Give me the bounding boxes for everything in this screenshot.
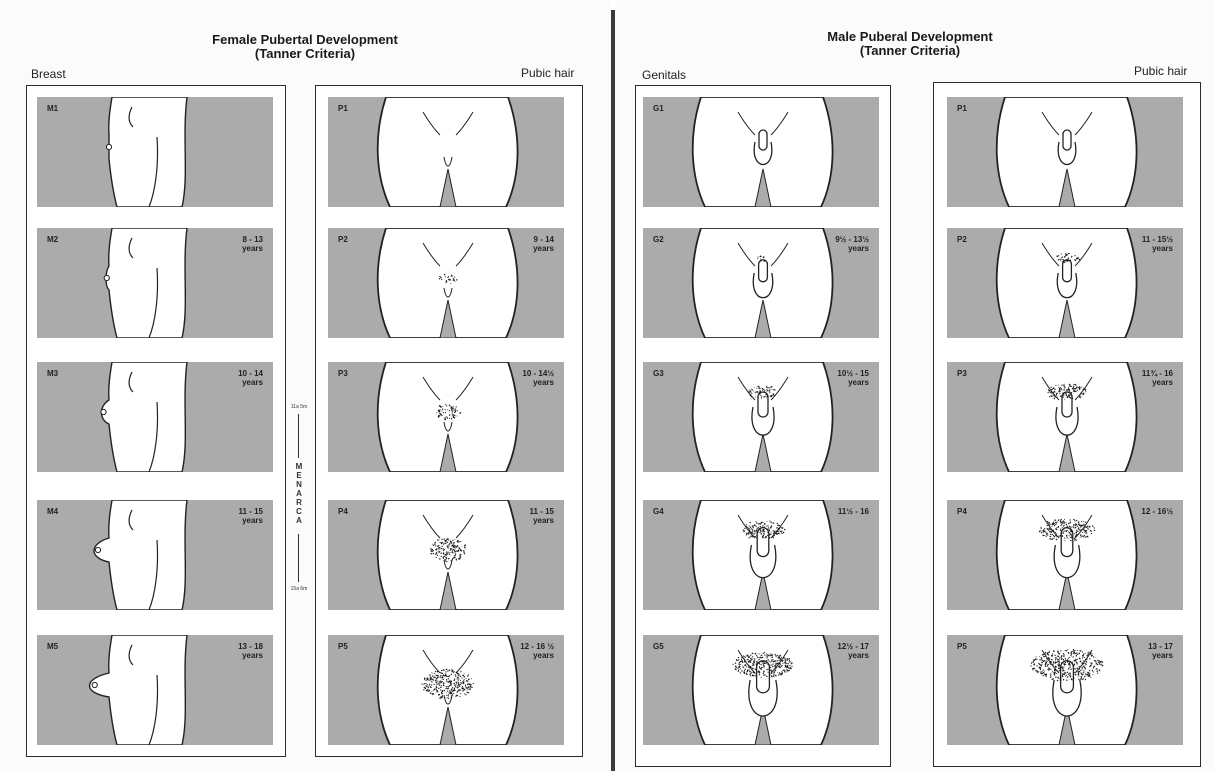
stage-label: P5 [957,642,967,651]
stage-label: P1 [957,104,967,113]
age-range: 9 - 14 years [533,235,554,253]
breast-label: Breast [31,67,66,81]
penis [759,260,768,282]
stage-panel-g1: G1 [643,97,879,207]
stage-illustration-p2 [328,228,564,338]
age-range: 11 - 15 years [530,507,554,525]
menarche-arrow-down [298,534,299,582]
stage-panel-m2: M2 8 - 13 years [37,228,273,338]
stage-illustration-p1 [328,97,564,207]
stage-label: M2 [47,235,58,244]
penis [758,392,768,417]
age-range: 12 - 16 ½ years [520,642,554,660]
stage-panel-m1: M1 [37,97,273,207]
nipple [104,275,109,280]
stage-label: G2 [653,235,664,244]
age-range: 12½ - 17 years [837,642,869,660]
penis [1063,130,1071,150]
age-range: 13 - 17 years [1148,642,1173,660]
age-range: 10½ - 15 years [837,369,869,387]
genitals-label: Genitals [642,68,686,82]
stage-panel-m5: M5 13 - 18 years [37,635,273,745]
stage-label: P2 [957,235,967,244]
age-range: 11 - 15 years [239,507,263,525]
torso-outline [109,97,187,207]
female-title-line2: (Tanner Criteria) [150,47,460,61]
stage-panel-m4: M4 11 - 15 years [37,500,273,610]
nipple [95,547,100,552]
male-title: Male Puberal Development (Tanner Criteri… [755,30,1065,58]
stage-panel-g5: G5 12½ - 17 years [643,635,879,745]
nipple [106,144,111,149]
stage-label: G4 [653,507,664,516]
female-title-line1: Female Pubertal Development [150,33,460,47]
stage-panel-p1: P1 [947,97,1183,207]
stage-illustration-g1 [643,97,879,207]
age-range: 10 - 14½ years [522,369,554,387]
male-title-line1: Male Puberal Development [755,30,1065,44]
torso-outline [94,500,187,610]
stage-panel-p2: P2 9 - 14 years [328,228,564,338]
age-range: 13 - 18 years [238,642,263,660]
stage-illustration-m1 [37,97,273,207]
nipple [101,409,106,414]
stage-label: M5 [47,642,58,651]
stage-illustration-g4 [643,500,879,610]
age-range: 11½ - 16 [838,507,869,516]
penis [759,130,767,150]
menarche-word: M E N A R C A [288,462,310,525]
menarche-indicator: 11a 5m M E N A R C A 15a 6m [288,400,310,600]
stage-label: M3 [47,369,58,378]
stage-panel-p5: P5 13 - 17 years [947,635,1183,745]
stage-panel-g3: G3 10½ - 15 years [643,362,879,472]
female-title: Female Pubertal Development (Tanner Crit… [150,33,460,61]
stage-panel-p1: P1 [328,97,564,207]
stage-illustration-p4 [947,500,1183,610]
female-section: Female Pubertal Development (Tanner Crit… [0,0,611,771]
stage-label: P5 [338,642,348,651]
age-range: 11¾ - 16 years [1142,369,1173,387]
stage-illustration-p1 [947,97,1183,207]
stage-panel-g4: G4 11½ - 16 [643,500,879,610]
male-title-line2: (Tanner Criteria) [755,44,1065,58]
stage-label: G1 [653,104,664,113]
stage-panel-p3: P3 11¾ - 16 years [947,362,1183,472]
male-section: Male Puberal Development (Tanner Criteri… [615,0,1213,771]
age-range: 8 - 13 years [242,235,263,253]
stage-label: G5 [653,642,664,651]
nipple [92,682,97,687]
stage-panel-m3: M3 10 - 14 years [37,362,273,472]
stage-panel-p4: P4 12 - 16½ [947,500,1183,610]
penis [757,661,770,693]
male-pubic-label: Pubic hair [1134,64,1187,78]
penis [1063,260,1072,282]
menarche-end-age: 15a 6m [288,586,310,592]
stage-illustration-m2 [37,228,273,338]
stage-panel-p3: P3 10 - 14½ years [328,362,564,472]
stage-label: P4 [338,507,348,516]
stage-label: P4 [957,507,967,516]
age-range: 12 - 16½ [1141,507,1173,516]
stage-label: M4 [47,507,58,516]
menarche-arrow-up [298,414,299,458]
stage-label: M1 [47,104,58,113]
torso-outline [90,635,188,745]
stage-panel-p2: P2 11 - 15½ years [947,228,1183,338]
stage-label: P1 [338,104,348,113]
age-range: 11 - 15½ years [1142,235,1173,253]
female-pubic-label: Pubic hair [521,66,574,80]
menarche-start-age: 11a 5m [288,404,310,410]
torso-outline [102,362,188,472]
stage-label: P2 [338,235,348,244]
stage-panel-g2: G2 9½ - 13½ years [643,228,879,338]
stage-label: P3 [957,369,967,378]
torso-outline [106,228,187,338]
stage-panel-p5: P5 12 - 16 ½ years [328,635,564,745]
age-range: 9½ - 13½ years [835,235,869,253]
stage-label: P3 [338,369,348,378]
stage-label: G3 [653,369,664,378]
stage-panel-p4: P4 11 - 15 years [328,500,564,610]
age-range: 10 - 14 years [238,369,263,387]
